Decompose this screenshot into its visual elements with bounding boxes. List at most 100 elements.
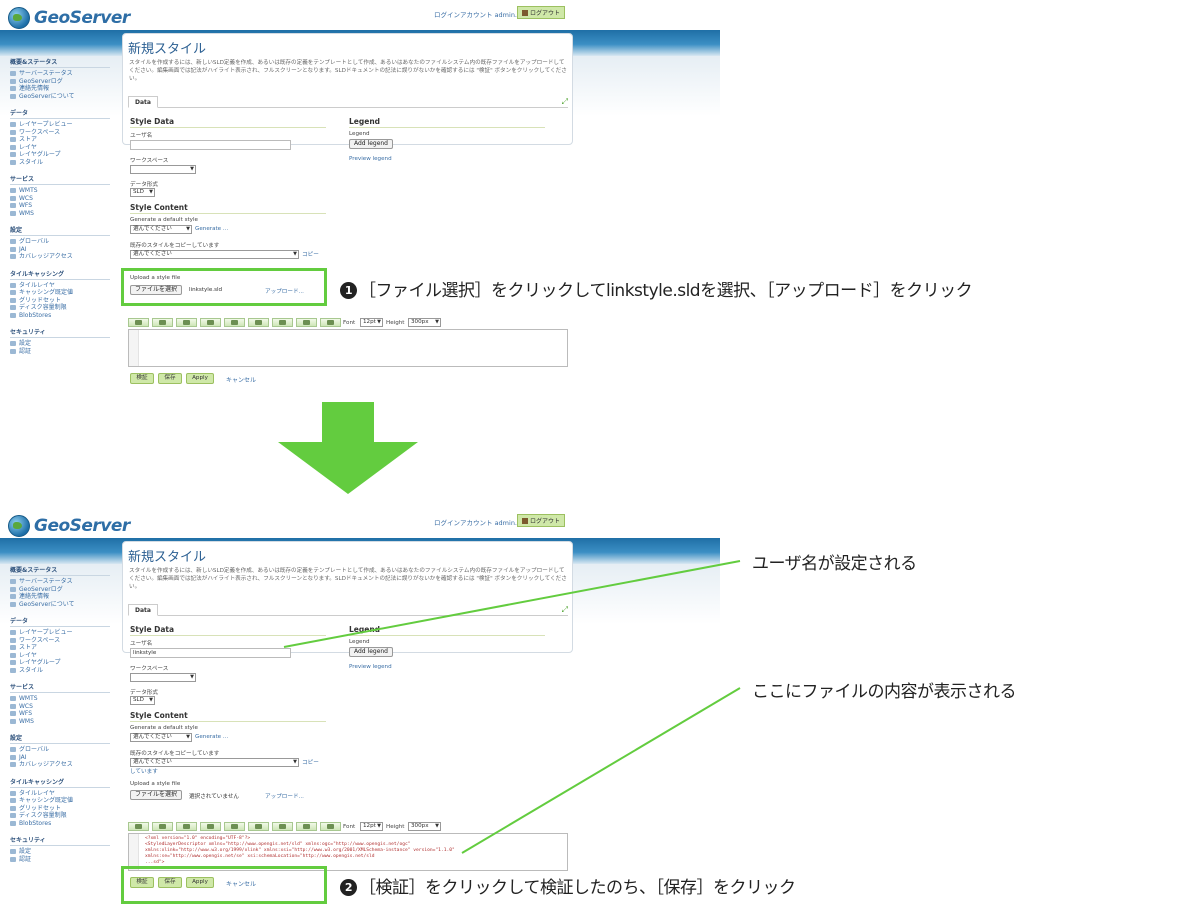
validate-button[interactable]: 検証 bbox=[130, 877, 154, 888]
sidebar-item-layers[interactable]: レイヤ bbox=[10, 652, 120, 660]
sidebar-item-styles[interactable]: スタイル bbox=[10, 667, 120, 675]
generate-select[interactable]: 選んでください▼ bbox=[130, 733, 192, 742]
sidebar-item-about[interactable]: GeoServerについて bbox=[10, 601, 120, 609]
image-button[interactable] bbox=[224, 822, 245, 831]
palette-button[interactable] bbox=[320, 318, 341, 327]
sidebar-item-contact[interactable]: 連絡先情報 bbox=[10, 593, 120, 601]
sidebar-item-global[interactable]: グローバル bbox=[10, 746, 120, 754]
font-size-select[interactable]: 12pt▼ bbox=[360, 822, 383, 831]
upload-link[interactable]: アップロード... bbox=[265, 794, 304, 800]
sidebar-item-layers[interactable]: レイヤ bbox=[10, 144, 120, 152]
save-button[interactable]: 保存 bbox=[158, 877, 182, 888]
sidebar-item-global[interactable]: グローバル bbox=[10, 238, 120, 246]
height-select[interactable]: 300px▼ bbox=[408, 318, 441, 327]
reindent-button[interactable] bbox=[200, 318, 221, 327]
copy-link-continued[interactable]: しています bbox=[130, 769, 158, 775]
copy-style-select[interactable]: 選んでください▼ bbox=[130, 758, 299, 767]
map-button[interactable] bbox=[296, 318, 317, 327]
apply-button[interactable]: Apply bbox=[186, 373, 214, 384]
sidebar-item-layer-groups[interactable]: レイヤグループ bbox=[10, 659, 120, 667]
add-legend-button[interactable]: Add legend bbox=[349, 139, 393, 149]
fullscreen-icon[interactable]: ⤢ bbox=[561, 605, 568, 614]
sidebar-item-layer-preview[interactable]: レイヤープレビュー bbox=[10, 121, 120, 129]
sidebar-item-disk-quota[interactable]: ディスク容量制限 bbox=[10, 304, 120, 312]
sidebar-item-wms[interactable]: WMS bbox=[10, 210, 120, 218]
preview-legend-link[interactable]: Preview legend bbox=[349, 664, 392, 670]
logout-button[interactable]: ログアウト bbox=[517, 6, 565, 19]
cancel-link[interactable]: キャンセル bbox=[226, 377, 257, 384]
sidebar-item-stores[interactable]: ストア bbox=[10, 136, 120, 144]
code-editor[interactable] bbox=[128, 329, 568, 367]
sidebar-item-blobstores[interactable]: BlobStores bbox=[10, 312, 120, 320]
tab-data[interactable]: Data bbox=[128, 96, 158, 108]
geoserver-logo[interactable]: GeoServer bbox=[8, 515, 130, 537]
map-button[interactable] bbox=[296, 822, 317, 831]
image-button[interactable] bbox=[224, 318, 245, 327]
tab-data[interactable]: Data bbox=[128, 604, 158, 616]
sidebar-item-server-status[interactable]: サーバーステータス bbox=[10, 578, 120, 586]
sidebar-item-caching-defaults[interactable]: キャッシング既定値 bbox=[10, 797, 120, 805]
sidebar-item-authentication[interactable]: 認証 bbox=[10, 856, 120, 864]
redo-button[interactable] bbox=[152, 822, 173, 831]
preview-legend-link[interactable]: Preview legend bbox=[349, 156, 392, 162]
workspace-select[interactable]: ▼ bbox=[130, 673, 196, 682]
save-button[interactable]: 保存 bbox=[158, 373, 182, 384]
name-input[interactable] bbox=[130, 140, 291, 150]
goto-line-button[interactable] bbox=[176, 318, 197, 327]
copy-style-select[interactable]: 選んでください▼ bbox=[130, 250, 299, 259]
format-button[interactable] bbox=[272, 822, 293, 831]
format-select[interactable]: SLD▼ bbox=[130, 696, 155, 705]
sidebar-item-log[interactable]: GeoServerログ bbox=[10, 78, 120, 86]
choose-file-button[interactable]: ファイルを選択 bbox=[130, 790, 183, 800]
format-button[interactable] bbox=[272, 318, 293, 327]
generate-select[interactable]: 選んでください▼ bbox=[130, 225, 192, 234]
sidebar-item-about[interactable]: GeoServerについて bbox=[10, 93, 120, 101]
sidebar-item-layer-preview[interactable]: レイヤープレビュー bbox=[10, 629, 120, 637]
sidebar-item-jai[interactable]: JAI bbox=[10, 246, 120, 254]
sidebar-item-security-settings[interactable]: 設定 bbox=[10, 340, 120, 348]
workspace-select[interactable]: ▼ bbox=[130, 165, 196, 174]
choose-file-button[interactable]: ファイルを選択 bbox=[130, 285, 183, 295]
sidebar-item-coverage-access[interactable]: カバレッジアクセス bbox=[10, 761, 120, 769]
add-legend-button[interactable]: Add legend bbox=[349, 647, 393, 657]
sidebar-item-wcs[interactable]: WCS bbox=[10, 195, 120, 203]
apply-button[interactable]: Apply bbox=[186, 877, 214, 888]
validate-button[interactable]: 検証 bbox=[130, 373, 154, 384]
logout-button[interactable]: ログアウト bbox=[517, 514, 565, 527]
sidebar-item-workspaces[interactable]: ワークスペース bbox=[10, 129, 120, 137]
copy-link[interactable]: コピー bbox=[302, 760, 319, 766]
sidebar-item-wms[interactable]: WMS bbox=[10, 718, 120, 726]
palette-button[interactable] bbox=[320, 822, 341, 831]
sidebar-item-blobstores[interactable]: BlobStores bbox=[10, 820, 120, 828]
sidebar-item-caching-defaults[interactable]: キャッシング既定値 bbox=[10, 289, 120, 297]
sidebar-item-wmts[interactable]: WMTS bbox=[10, 695, 120, 703]
sidebar-item-styles[interactable]: スタイル bbox=[10, 159, 120, 167]
sidebar-item-log[interactable]: GeoServerログ bbox=[10, 586, 120, 594]
sidebar-item-gridsets[interactable]: グリッドセット bbox=[10, 297, 120, 305]
geoserver-logo[interactable]: GeoServer bbox=[8, 7, 130, 29]
sidebar-item-tile-layers[interactable]: タイルレイヤ bbox=[10, 282, 120, 290]
cancel-link[interactable]: キャンセル bbox=[226, 881, 257, 888]
sidebar-item-wfs[interactable]: WFS bbox=[10, 710, 120, 718]
format-select[interactable]: SLD▼ bbox=[130, 188, 155, 197]
sidebar-item-wcs[interactable]: WCS bbox=[10, 703, 120, 711]
sidebar-item-workspaces[interactable]: ワークスペース bbox=[10, 637, 120, 645]
sidebar-item-stores[interactable]: ストア bbox=[10, 644, 120, 652]
color-button[interactable] bbox=[248, 318, 269, 327]
undo-button[interactable] bbox=[128, 318, 149, 327]
sidebar-item-layer-groups[interactable]: レイヤグループ bbox=[10, 151, 120, 159]
undo-button[interactable] bbox=[128, 822, 149, 831]
sidebar-item-server-status[interactable]: サーバーステータス bbox=[10, 70, 120, 78]
color-button[interactable] bbox=[248, 822, 269, 831]
sidebar-item-gridsets[interactable]: グリッドセット bbox=[10, 805, 120, 813]
height-select[interactable]: 300px▼ bbox=[408, 822, 441, 831]
redo-button[interactable] bbox=[152, 318, 173, 327]
sidebar-item-wmts[interactable]: WMTS bbox=[10, 187, 120, 195]
sidebar-item-coverage-access[interactable]: カバレッジアクセス bbox=[10, 253, 120, 261]
copy-link[interactable]: コピー bbox=[302, 252, 319, 258]
name-input[interactable]: linkstyle bbox=[130, 648, 291, 658]
sidebar-item-wfs[interactable]: WFS bbox=[10, 202, 120, 210]
font-size-select[interactable]: 12pt▼ bbox=[360, 318, 383, 327]
upload-link[interactable]: アップロード... bbox=[265, 289, 304, 295]
generate-link[interactable]: Generate ... bbox=[195, 734, 229, 740]
